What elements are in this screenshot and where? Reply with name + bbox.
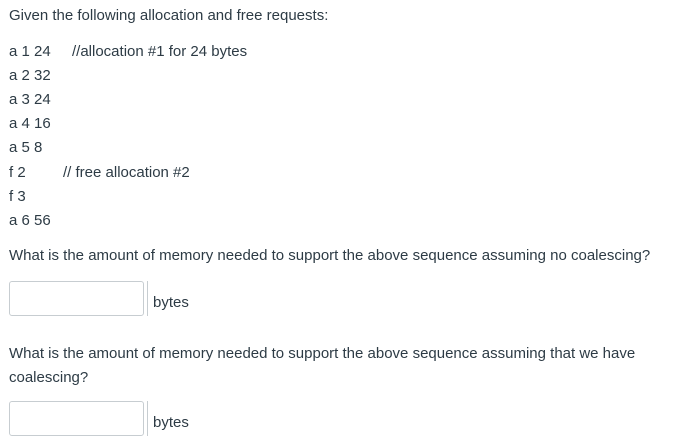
sequence-line-5-command: a 5 8	[9, 139, 43, 156]
question-1-text: What is the amount of memory needed to s…	[9, 247, 651, 264]
intro-text: Given the following allocation and free …	[9, 7, 329, 24]
answer-2-unit: bytes	[153, 414, 189, 431]
sequence-line-4-command: a 4 16	[9, 115, 51, 132]
answer-2-input[interactable]	[9, 401, 144, 436]
answer-1-input[interactable]	[9, 281, 144, 316]
sequence-line-1-comment: //allocation #1 for 24 bytes	[72, 43, 248, 60]
answer-1-unit-divider	[147, 281, 148, 316]
sequence-line-6-command: f 2	[9, 164, 26, 181]
sequence-line-3-command: a 3 24	[9, 91, 51, 108]
answer-2-unit-divider	[147, 401, 148, 436]
sequence-line-1-command: a 1 24	[9, 43, 51, 60]
sequence-line-7-command: f 3	[9, 188, 26, 205]
sequence-line-8-command: a 6 56	[9, 212, 51, 229]
sequence-line-6-comment: // free allocation #2	[63, 164, 190, 181]
question-2-text: What is the amount of memory needed to s…	[9, 345, 636, 386]
answer-1-unit: bytes	[153, 294, 189, 311]
sequence-line-2-command: a 2 32	[9, 67, 51, 84]
